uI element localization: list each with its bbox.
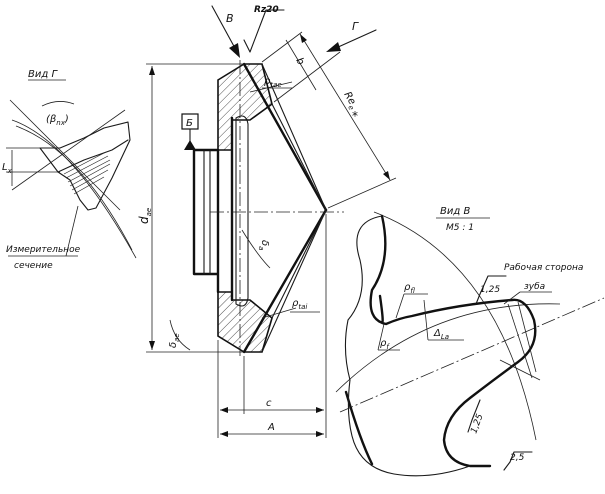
cone-line-3 [271, 103, 327, 211]
view-v-centreline [339, 297, 605, 413]
roughness-rz20-label: Rz20 [254, 5, 279, 15]
profile-hatch-1 [507, 303, 533, 379]
gear-body-outline [192, 116, 234, 302]
tooth-outer-edge-bottom [242, 208, 328, 354]
gear-hub-inner [235, 115, 249, 307]
rho-f-leader [377, 323, 385, 351]
rho-tai-leader [261, 307, 297, 319]
cone-line-2 [261, 209, 327, 353]
view-g-curve-1 [11, 119, 137, 259]
view-g-beta-arc [41, 101, 75, 107]
delta-la-leader [423, 299, 429, 341]
delta-la-label: ΔLa [433, 328, 449, 341]
view-g-flank [57, 139, 129, 173]
view-g-axis-1 [9, 99, 121, 211]
roughness-1-symbol [475, 275, 507, 305]
roughness-2-label: 1,25 [469, 413, 485, 436]
arrow-b-label: В [226, 12, 234, 25]
view-v-root-fillet [378, 294, 384, 324]
arrow-b-shaft [211, 5, 237, 51]
c-label: c [266, 398, 272, 409]
view-v-tooth-profile [369, 214, 537, 468]
view-g-tooth-outline [39, 121, 131, 211]
delta-a-arc [241, 229, 271, 269]
working-side-label-2: зуба [524, 282, 545, 292]
re-dim-line [299, 33, 391, 181]
view-g-curve-2 [15, 125, 133, 251]
arrow-b-head [229, 43, 240, 58]
measurement-section-label-1: Измерительное [6, 245, 81, 255]
rho-tae-label: ρtae [264, 76, 282, 89]
roughness-rz20-symbol [243, 9, 285, 53]
measurement-section-label-2: сечение [14, 261, 53, 271]
gear-section-view: dae Б ρtae ρtai δa δae [137, 5, 397, 438]
delta-a-label: δa [257, 240, 270, 250]
roughness-2-symbol [467, 399, 481, 433]
roughness-1-label: 1,25 [480, 285, 500, 295]
rho-fl-label: ρfl [404, 282, 415, 295]
view-v-pitch-line [335, 303, 561, 393]
lx-label: Lx [2, 162, 13, 175]
re-star: * [352, 109, 358, 123]
profile-hatch-3 [499, 359, 541, 381]
view-v-break-line [344, 215, 471, 477]
beta-nx-label: (βnx) [46, 114, 69, 127]
view-v-title: Вид В [440, 206, 470, 217]
view-g-detail: Вид Г Lx (βnx) Измерительное сечение [2, 69, 137, 271]
re-ext [327, 177, 397, 209]
a-label: A [267, 422, 275, 433]
b-ext-1 [261, 31, 303, 63]
arrow-g-shaft [335, 29, 377, 49]
dae-label: dae [137, 208, 153, 224]
delta-ae-label: δae [168, 333, 181, 348]
roughness-3-label: 2,5 [510, 453, 525, 463]
arrow-g-head [326, 42, 341, 52]
working-side-leader [503, 291, 521, 305]
tooth-outer-edge [242, 62, 328, 212]
roughness-3-symbol [503, 451, 533, 471]
view-g-title: Вид Г [28, 69, 58, 80]
view-v-scale: М5 : 1 [446, 223, 474, 233]
delta-ae-arc [169, 319, 191, 351]
cone-line-4 [271, 209, 327, 319]
rho-fl-leader [395, 293, 405, 319]
datum-label: Б [186, 118, 193, 129]
measurement-section-leader [65, 205, 79, 257]
b-label: b [293, 56, 306, 67]
view-g-contact-hatch [63, 151, 111, 195]
rho-f-label: ρf [380, 338, 390, 351]
view-v-arc-outer [373, 211, 537, 441]
view-g-axis-2 [11, 109, 126, 191]
arrow-g-label: Г [352, 20, 359, 33]
rho-tae-leader [249, 81, 293, 93]
rho-tai-label: ρtai [292, 298, 307, 311]
b-ext-2 [273, 51, 341, 103]
view-v-detail: Вид В М5 : 1 Рабочая сторона зуба 1,25 1… [335, 206, 605, 477]
section-hatch-bottom [217, 291, 273, 353]
profile-hatch-2 [517, 301, 537, 373]
datum-triangle [184, 140, 196, 150]
working-side-label-1: Рабочая сторона [504, 263, 583, 273]
b-dim-line [285, 39, 317, 91]
